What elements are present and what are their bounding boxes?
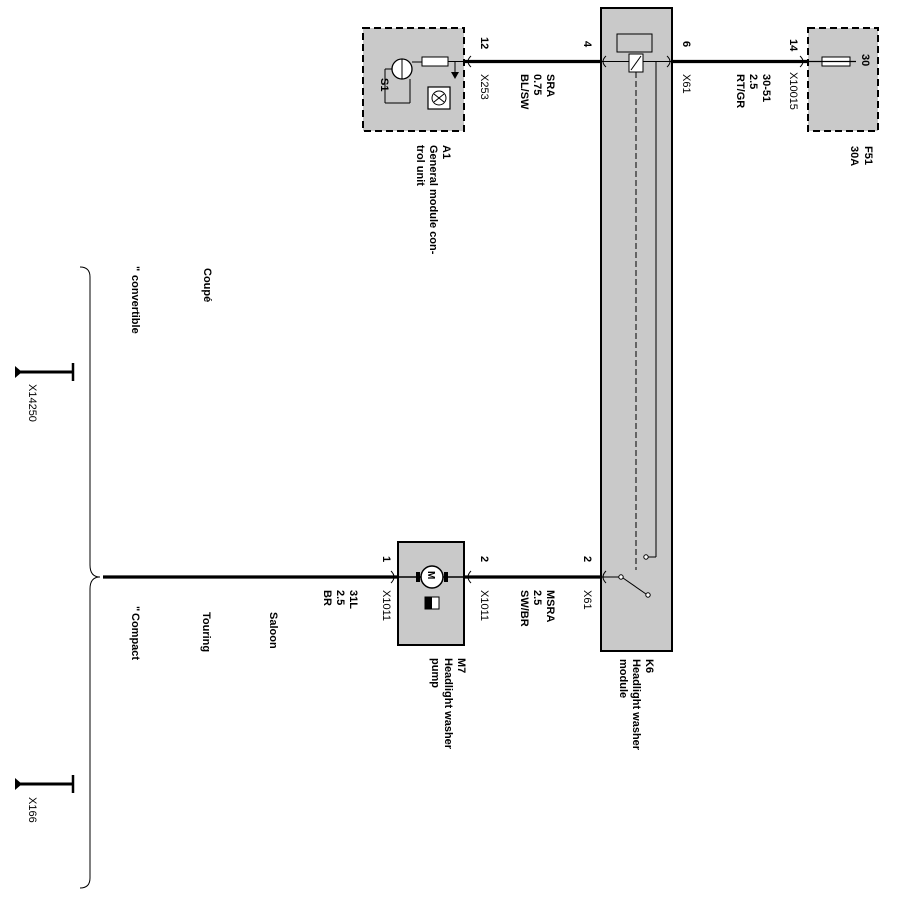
pump-box — [397, 541, 465, 646]
fuse-rating-label: 30A — [848, 146, 860, 166]
wire-gm-module-circuit: SRA — [544, 74, 556, 97]
module-k6: 4 6 X61 2 X61 K6 Headlight washer module — [581, 7, 692, 751]
general-module-box — [362, 27, 465, 132]
wire-end-mark — [799, 55, 804, 68]
fuse-connector-label: X10015 — [787, 72, 799, 110]
wire-module-pump-circuit: MSRA — [544, 590, 556, 622]
variant-coupe: Coupé — [201, 268, 213, 302]
general-module-switch-label: S1 — [378, 78, 390, 91]
ground-x166-label: X166 — [26, 797, 38, 823]
fuse-icon — [808, 56, 856, 67]
general-module-ref: A1 — [440, 145, 452, 159]
module-ref: K6 — [643, 659, 655, 673]
module-connector-bottom: X61 — [581, 590, 593, 610]
wire-gm-module-gauge: 0.75 — [531, 74, 543, 95]
ground-x14250-label: X14250 — [26, 384, 38, 422]
module-connector-top: X61 — [680, 74, 692, 94]
wire-module-pump-color: SW/BR — [518, 590, 530, 627]
wire-pump-ground-gauge: 2.5 — [334, 590, 346, 605]
ground-x14250: X14250 — [15, 363, 75, 422]
variant-convertible: convertible — [129, 275, 141, 334]
general-module-name-line2: trol unit — [414, 145, 426, 186]
general-module-name-line1: General module con- — [427, 145, 439, 255]
variant-saloon: Saloon — [267, 612, 279, 649]
variant-compact-mark: " — [129, 606, 141, 611]
module-pin-2: 2 — [581, 556, 593, 562]
variant-labels: Coupé " convertible Saloon Touring " Com… — [129, 266, 279, 660]
pump-m7: M 2 X1011 1 X1011 M7 Headlight washer pu… — [380, 541, 490, 750]
module-name-line1: Headlight washer — [630, 659, 642, 751]
pump-name-line2: pump — [429, 658, 441, 688]
wire-fuse-module-circuit: 30-51 — [760, 74, 772, 102]
microcontroller-icon — [427, 86, 451, 110]
fuse-ref-label: F51 — [862, 146, 874, 165]
module-pin-4: 4 — [581, 41, 593, 48]
variant-touring: Touring — [200, 612, 212, 652]
pump-pin-out: 1 — [380, 556, 392, 562]
wire-fuse-module-color: RT/GR — [734, 74, 746, 108]
wire-gm-module-color: BL/SW — [518, 74, 530, 110]
wire-fuse-to-module: 30-51 2.5 RT/GR — [672, 55, 808, 108]
pump-pin-in: 2 — [478, 556, 490, 562]
ground-x166: X166 — [15, 775, 75, 823]
module-pin-6: 6 — [680, 41, 692, 47]
module-name-line2: module — [617, 659, 629, 698]
variant-compact: Compact — [129, 613, 141, 660]
fuse-terminal-label: 30 — [859, 54, 871, 66]
transistor-icon — [384, 56, 464, 104]
wire-module-to-pump: MSRA 2.5 SW/BR — [464, 570, 601, 627]
pump-name-line1: Headlight washer — [442, 658, 454, 750]
wire-module-pump-gauge: 2.5 — [531, 590, 543, 605]
variant-convertible-mark: " — [129, 266, 141, 271]
motor-icon: M — [398, 565, 464, 589]
relay-contact — [622, 577, 647, 595]
general-module-pin: 12 — [478, 37, 490, 49]
pump-ref: M7 — [455, 658, 467, 673]
svg-text:M: M — [425, 571, 436, 579]
wire-fuse-module-gauge: 2.5 — [747, 74, 759, 89]
general-module-connector: X253 — [478, 74, 490, 100]
fuse-pin-label: 14 — [787, 39, 799, 52]
fuse-f51: 30 14 X10015 F51 30A — [787, 27, 879, 166]
wire-gm-to-module: SRA 0.75 BL/SW — [464, 55, 601, 110]
fuse-box — [807, 27, 879, 132]
pump-connector-in: X1011 — [478, 590, 490, 621]
wire-pump-to-ground: 31L 2.5 BR — [103, 570, 398, 609]
ground-brace — [79, 266, 101, 889]
wire-pump-ground-circuit: 31L — [347, 590, 359, 609]
wire-pump-ground-color: BR — [321, 590, 333, 606]
general-module-a1: S1 12 X253 A1 General module con- trol u… — [362, 27, 490, 255]
pump-symbol-icon — [424, 596, 440, 610]
pump-connector-out: X1011 — [380, 590, 392, 621]
